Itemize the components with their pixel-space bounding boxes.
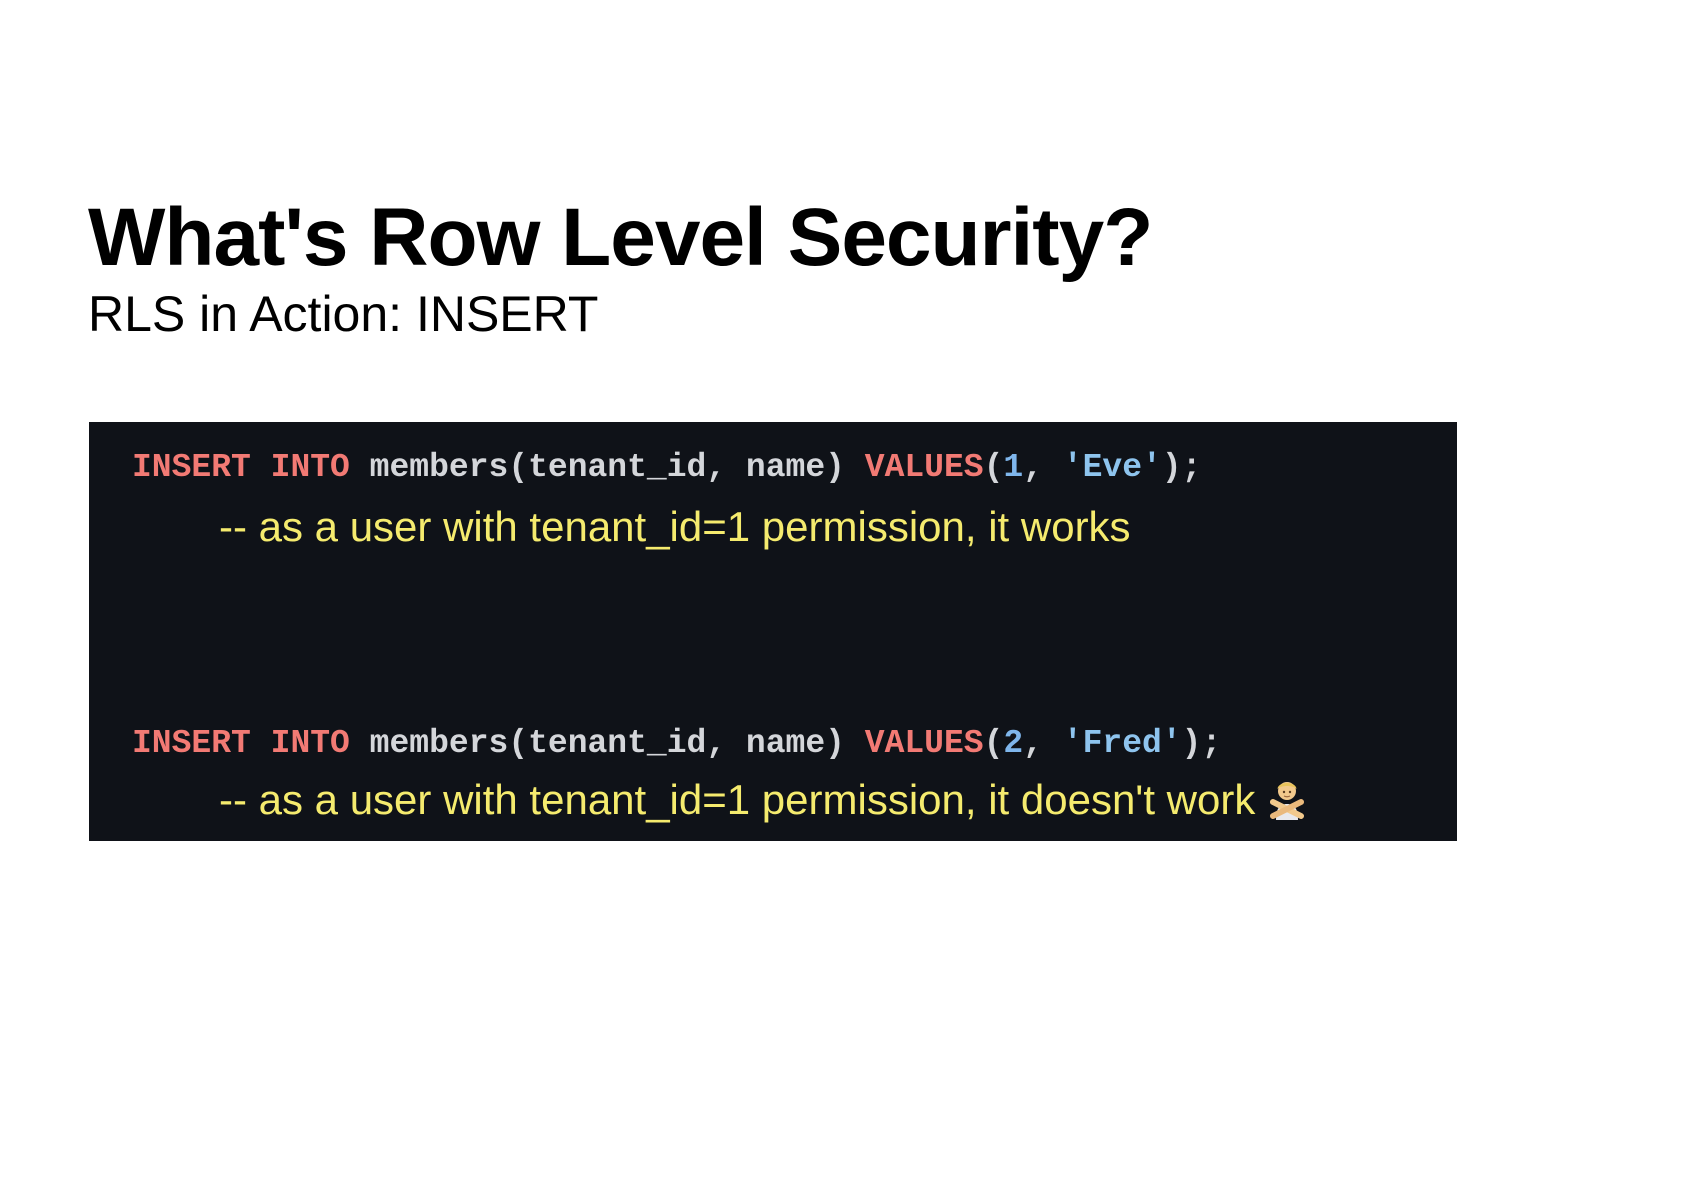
value-tenant-id: 2 bbox=[1003, 725, 1024, 762]
keyword-into: INTO bbox=[270, 725, 350, 762]
slide-subtitle: RLS in Action: INSERT bbox=[88, 286, 599, 342]
person-gesturing-no-icon bbox=[1265, 776, 1309, 820]
table-columns: members(tenant_id, name) bbox=[369, 449, 845, 486]
slide-title: What's Row Level Security? bbox=[88, 192, 1153, 283]
keyword-values: VALUES bbox=[864, 449, 984, 486]
keyword-into: INTO bbox=[270, 449, 350, 486]
value-name: 'Eve' bbox=[1062, 449, 1162, 486]
keyword-values: VALUES bbox=[864, 725, 984, 762]
value-separator: , bbox=[1023, 725, 1063, 762]
open-paren: ( bbox=[983, 449, 1004, 486]
code-line-insert-fred: INSERT INTO members(tenant_id, name) VAL… bbox=[132, 724, 1221, 764]
value-separator: , bbox=[1023, 449, 1063, 486]
comment-doesnt-work: -- as a user with tenant_id=1 permission… bbox=[219, 776, 1256, 823]
open-paren: ( bbox=[983, 725, 1004, 762]
value-tenant-id: 1 bbox=[1003, 449, 1024, 486]
statement-close: ); bbox=[1161, 449, 1202, 486]
keyword-insert: INSERT bbox=[132, 725, 251, 762]
table-columns: members(tenant_id, name) bbox=[369, 725, 845, 762]
keyword-insert: INSERT bbox=[132, 449, 251, 486]
comment-works: -- as a user with tenant_id=1 permission… bbox=[219, 503, 1131, 550]
code-line-insert-eve: INSERT INTO members(tenant_id, name) VAL… bbox=[132, 448, 1201, 488]
statement-close: ); bbox=[1181, 725, 1222, 762]
comment-doesnt-work-row: -- as a user with tenant_id=1 permission… bbox=[219, 775, 1309, 825]
value-name: 'Fred' bbox=[1062, 725, 1182, 762]
code-panel: INSERT INTO members(tenant_id, name) VAL… bbox=[89, 422, 1457, 841]
